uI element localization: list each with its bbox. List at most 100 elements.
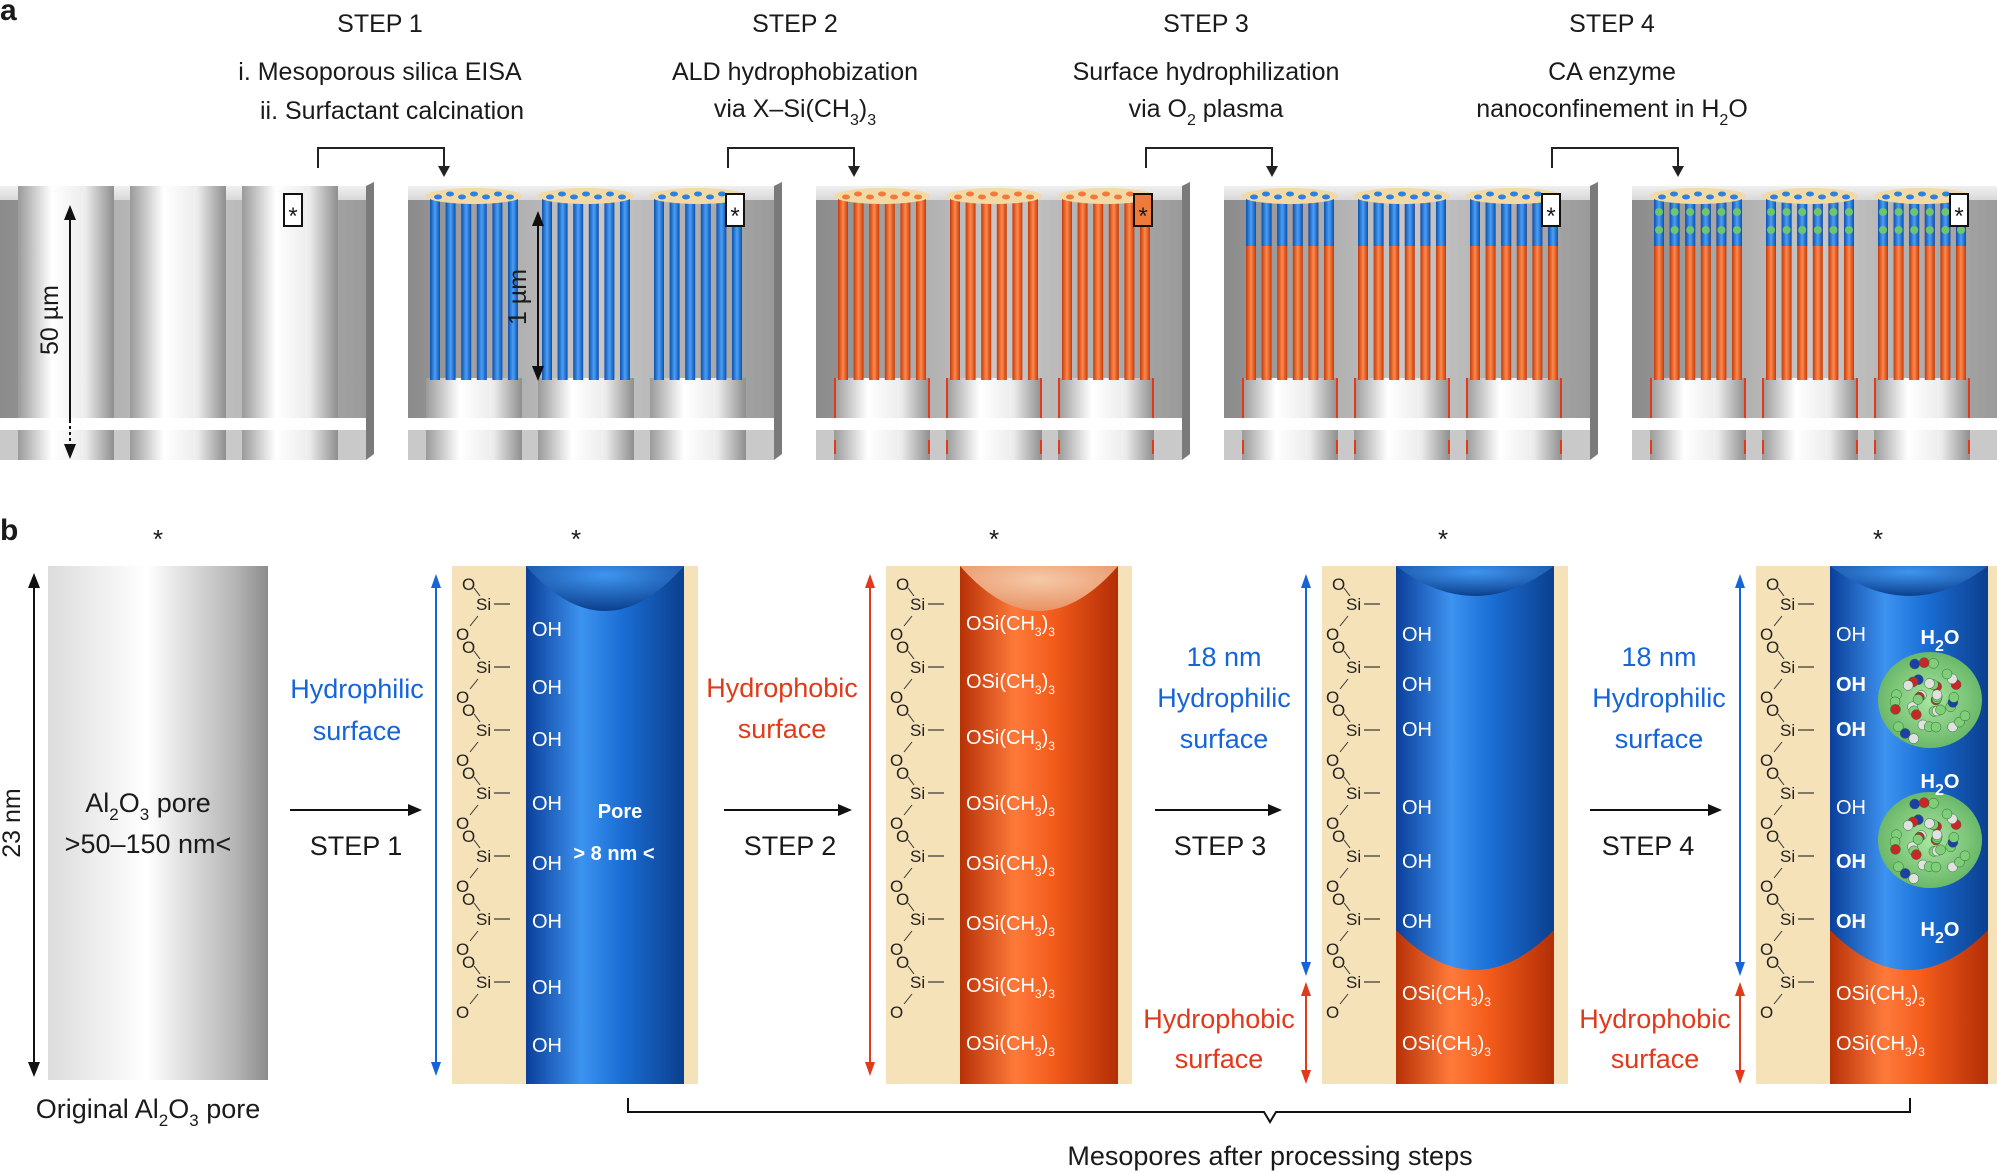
detail-marker: * <box>288 203 297 230</box>
rod <box>838 196 848 380</box>
pore-mouth <box>1894 191 1902 197</box>
enzyme-dot <box>1829 226 1838 234</box>
detail-box <box>1133 193 1153 227</box>
bond <box>1773 804 1783 816</box>
oxygen: O <box>890 940 903 959</box>
silicon: Si <box>1346 784 1361 803</box>
hydroxyl-group: OH <box>1402 719 1432 741</box>
label-18nm-3: 18 nm <box>1186 642 1261 672</box>
rod <box>588 196 599 380</box>
silicon: Si <box>1780 595 1795 614</box>
pore-channel <box>834 378 930 418</box>
red-edge <box>1336 378 1338 418</box>
block-3: * <box>816 182 1190 460</box>
oxygen: O <box>1766 890 1779 909</box>
rod <box>1373 196 1384 380</box>
rod <box>445 196 456 380</box>
pore-channel-lower <box>834 430 930 460</box>
pore-mouth <box>470 191 478 197</box>
svg-text:*: * <box>571 524 581 554</box>
red-edge <box>1040 378 1042 418</box>
panel-a-label: a <box>0 0 17 27</box>
bond <box>907 650 915 660</box>
enzyme-atom <box>1935 704 1946 716</box>
arrowhead <box>1301 982 1311 996</box>
detail-box <box>725 193 745 227</box>
bond <box>903 804 913 816</box>
red-edge <box>1650 378 1652 418</box>
silicon: Si <box>1346 721 1361 740</box>
enzyme-dot <box>1767 226 1775 234</box>
oxygen: O <box>1766 638 1779 657</box>
rod <box>900 196 911 380</box>
rod <box>1404 196 1415 380</box>
rod <box>1766 196 1776 380</box>
pore-mouth <box>682 194 690 200</box>
silicon: Si <box>476 721 491 740</box>
trimethylsilyl-group: OSi(CH3)3 <box>1402 983 1491 1009</box>
pore-column-3: OSiOOSiOOSiOOSiOOSiOOSiOOSiOOHOHOHOHOHOH… <box>1301 566 1568 1084</box>
silica-wall <box>452 566 526 1084</box>
trimethylsilyl-group: OSi(CH3)3 <box>966 613 1055 639</box>
enzyme-dot <box>1941 226 1950 234</box>
silicon: Si <box>1780 847 1795 866</box>
oxygen: O <box>1332 638 1345 657</box>
dim-23nm-label: 23 nm <box>0 788 26 857</box>
rod-top <box>1404 196 1415 246</box>
enzyme-dot <box>1782 208 1791 216</box>
oxygen: O <box>1326 940 1339 959</box>
rod <box>1700 196 1711 380</box>
oxygen: O <box>456 940 469 959</box>
rod <box>716 196 727 380</box>
red-edge <box>1466 440 1468 454</box>
pore-mouth <box>1534 191 1542 197</box>
pore-channel <box>1874 378 1970 418</box>
oxygen: O <box>456 688 469 707</box>
silicon: Si <box>476 658 491 677</box>
bond <box>1777 776 1785 786</box>
enzyme-dot <box>1798 226 1807 234</box>
enzyme-dot <box>1925 226 1934 234</box>
bond <box>1777 839 1785 849</box>
rod <box>1878 196 1888 380</box>
bond <box>1339 993 1349 1005</box>
red-edge <box>1968 440 1970 454</box>
silicon: Si <box>910 847 925 866</box>
bond <box>1343 902 1351 912</box>
block-5: * <box>1632 186 1997 460</box>
step2-connector <box>727 147 855 168</box>
panel-b-step-arrows: STEP 1 STEP 2 STEP 3 STEP 4 <box>290 804 1722 861</box>
pore-mouth <box>990 191 998 197</box>
silicon: Si <box>476 847 491 866</box>
silica-wall-right <box>1118 566 1132 1084</box>
enzyme-dot <box>1813 226 1822 234</box>
red-edge <box>1448 440 1450 454</box>
step2-title: STEP 2 <box>752 10 838 38</box>
rod-top <box>1420 196 1431 246</box>
rod <box>1797 196 1808 380</box>
arrowhead <box>1735 1070 1745 1084</box>
oxygen: O <box>1326 688 1339 707</box>
trimethylsilyl-group: OSi(CH3)3 <box>1402 1033 1491 1059</box>
pore-mouth <box>966 191 974 197</box>
oxygen: O <box>890 625 903 644</box>
oxygen: O <box>462 953 475 972</box>
pore-mouth <box>1126 191 1134 197</box>
rod <box>1077 196 1088 380</box>
enzyme-dot <box>1782 226 1791 234</box>
pore-mouth <box>1434 194 1442 200</box>
step4-connector <box>1551 147 1679 168</box>
rod <box>1501 196 1512 380</box>
label-hydrophobic-4b: surface <box>1611 1044 1700 1074</box>
red-edge <box>1354 378 1356 418</box>
pore-mouth <box>854 191 862 197</box>
water-label: H2O <box>1921 627 1960 655</box>
bond <box>1777 902 1785 912</box>
hydroxyl-group: OH <box>1836 624 1866 646</box>
rod-top <box>1373 196 1384 246</box>
red-edge <box>946 378 948 418</box>
rod <box>1532 196 1543 380</box>
slab-side <box>1182 182 1190 460</box>
bond <box>1343 839 1351 849</box>
pore-mouth <box>1658 194 1666 200</box>
